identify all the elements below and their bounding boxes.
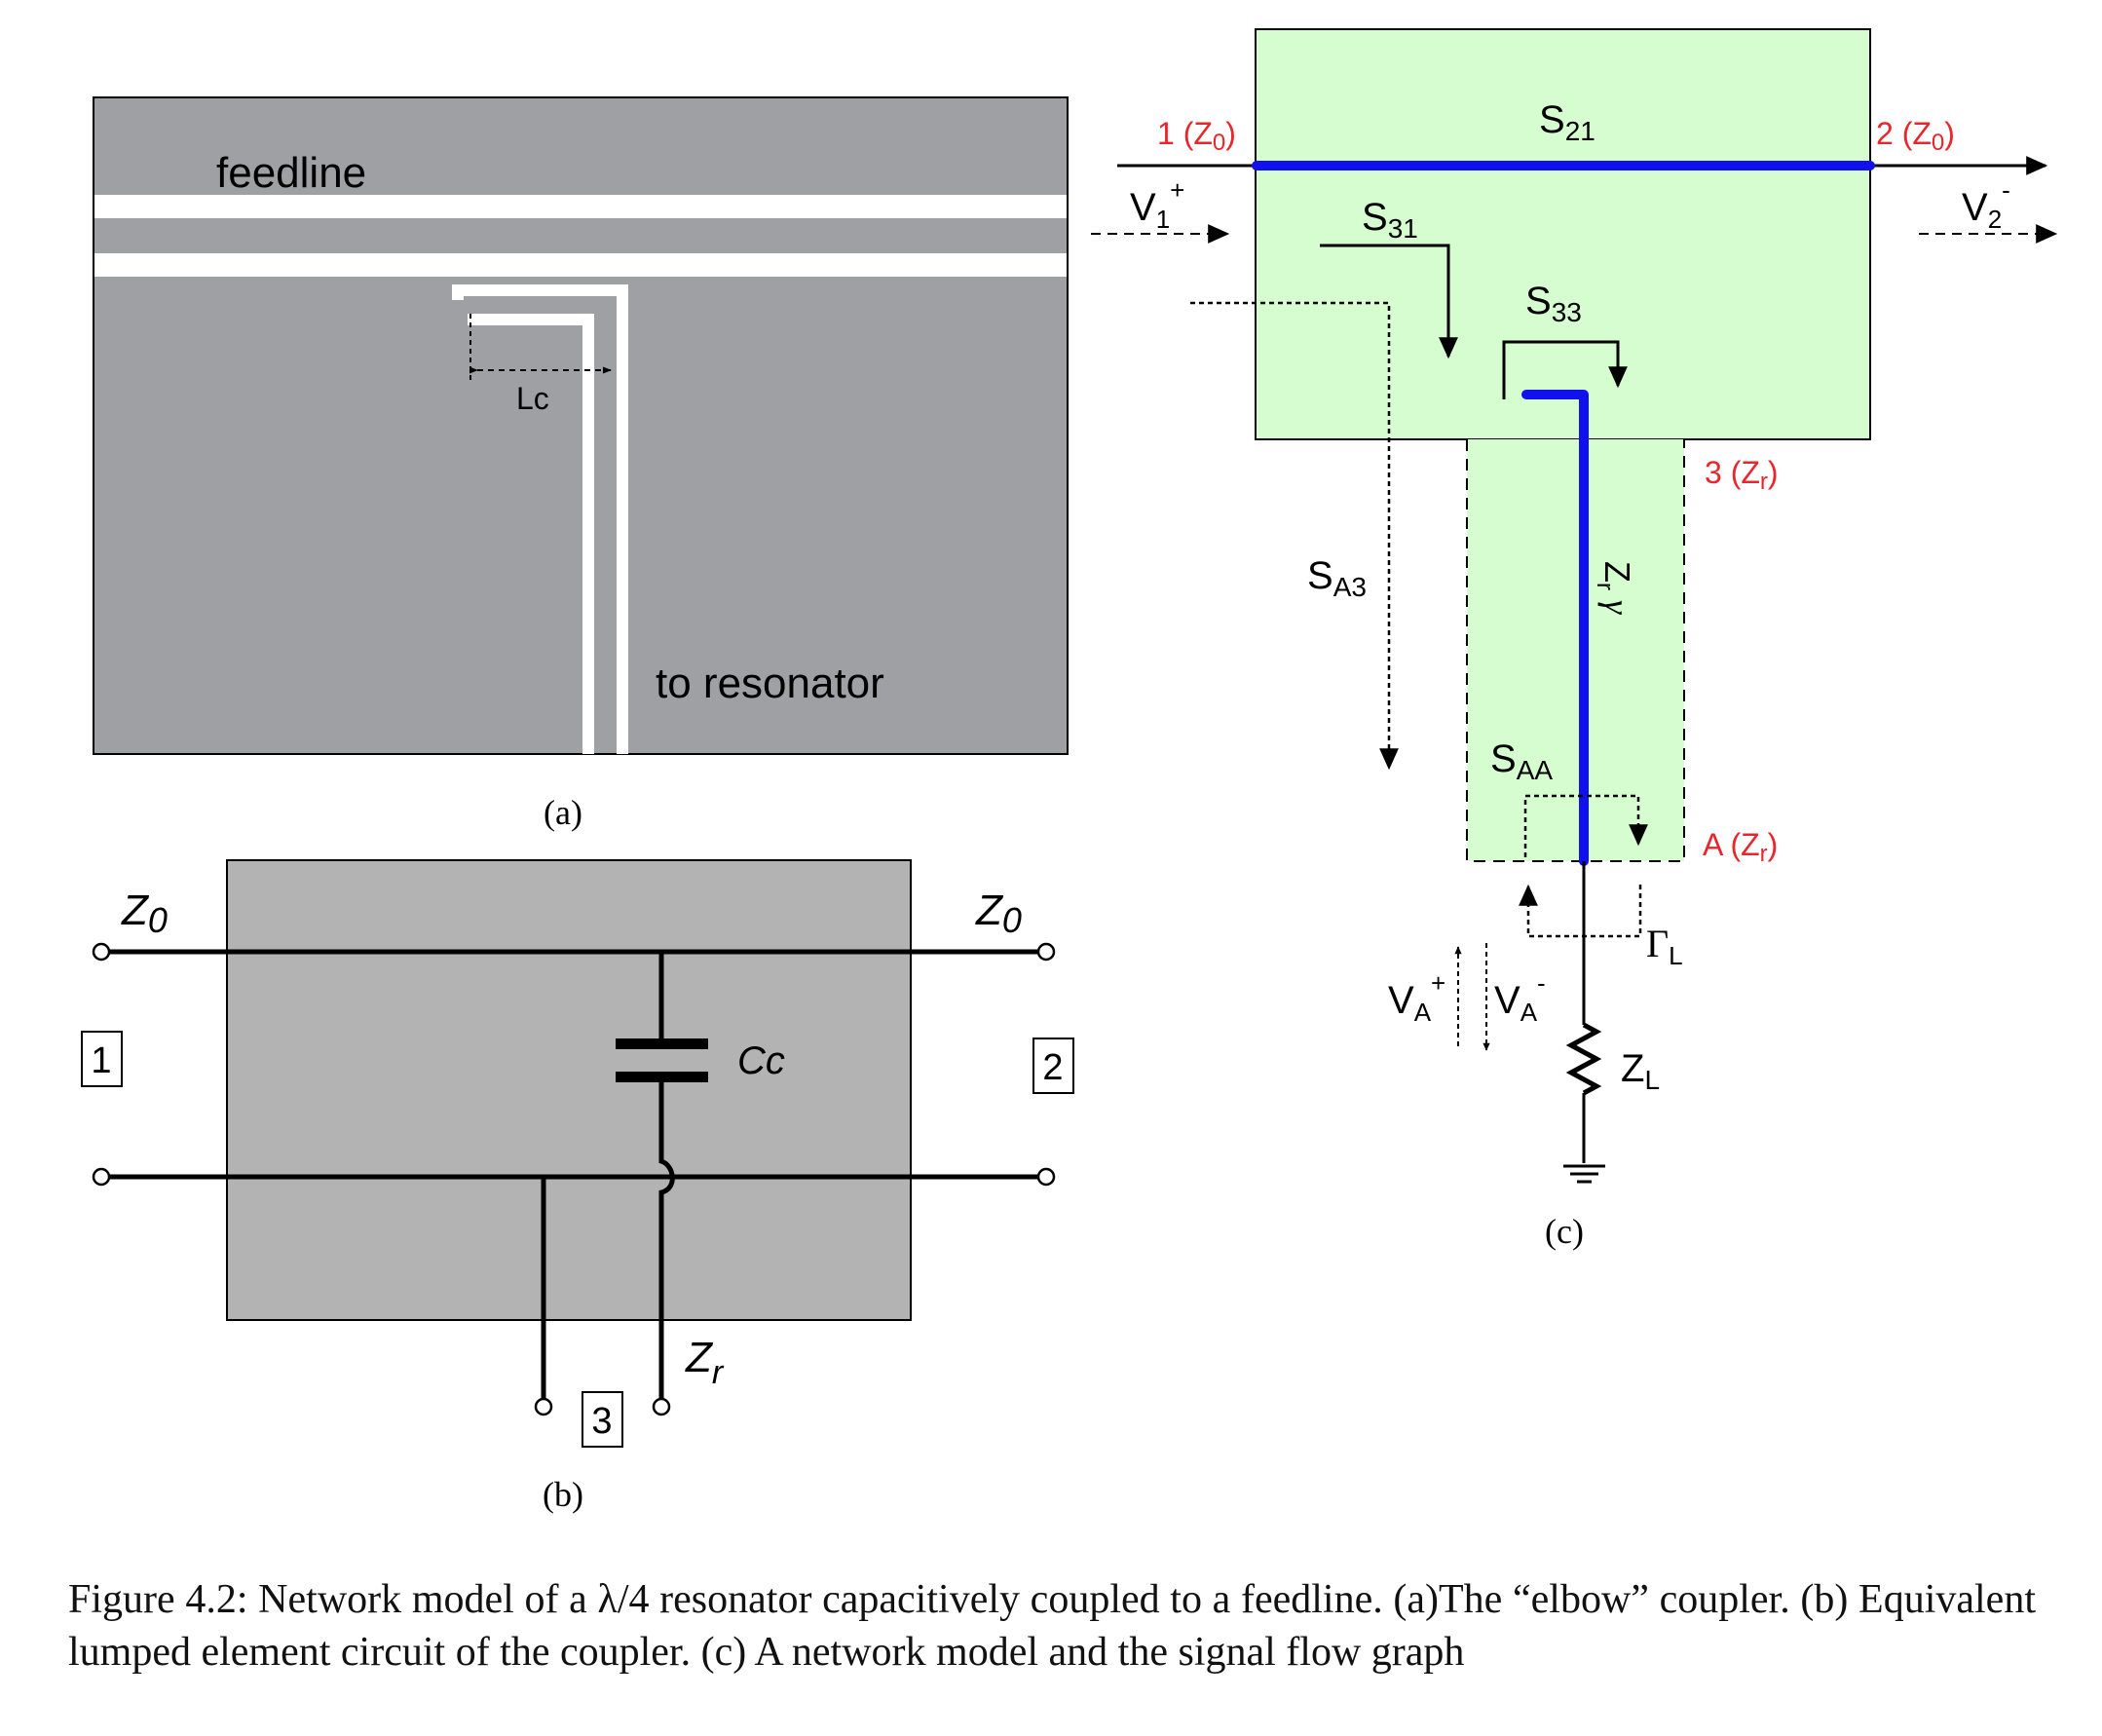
resonator-section [1466,439,1685,862]
v1-label: V1+ [1130,175,1184,234]
va-minus-label: VA- [1494,968,1546,1027]
s21-label: S21 [1539,98,1595,146]
saa-label: SAA [1490,737,1553,785]
z0-left-label: Z0 [121,887,168,940]
port2-label: 2 [1042,1047,1063,1088]
port3-box [582,1391,623,1448]
load-resistor [1565,1022,1602,1096]
port3-label: 3 (Zr) [1705,455,1779,495]
capacitor-plate-top [616,1038,708,1049]
figure-caption: Figure 4.2: Network model of a λ/4 reson… [68,1577,2036,1675]
saa-arrow [1523,794,1648,857]
sa3-arrow [1190,301,1399,771]
panel-b: Z0 Z0 Cc Zr 1 2 3 (b) [81,859,1074,1514]
capacitor-plate-bottom [616,1072,708,1082]
panel-a-label: (a) [544,793,582,832]
capacitor-lead-bottom [658,1082,675,1398]
terminal-top-left [92,942,111,962]
panel-a: feedline Lc to resonator (a) [93,96,1069,832]
feedline-trace-top [94,195,1067,218]
svg-text:Zrγ: Zrγ [1592,561,1637,615]
panel-c: 1 (Z0) 2 (Z0) 3 (Zr) A (Zr) S21 S31 S33 … [1091,28,2058,1251]
terminal-port3-right [652,1397,671,1416]
va-plus-label: VA+ [1388,968,1445,1027]
feedline-trace-bottom [94,253,1067,277]
zr-label: Zr [685,1334,725,1391]
feedline-label: feedline [216,149,366,197]
resonator-label: to resonator [656,660,884,707]
panel-b-label: (b) [543,1475,583,1514]
sa3-label: SA3 [1307,554,1367,602]
port1-label: 1 [91,1040,111,1081]
zl-label: ZL [1621,1047,1660,1095]
s33-label: S33 [1525,280,1582,327]
panel-b-background [226,859,912,1321]
gamma-arrow [1519,884,1642,938]
panel-c-label: (c) [1545,1212,1584,1251]
coupler-block [1255,28,1871,440]
elbow-coupler-outer [452,284,628,754]
port1-box [81,1031,123,1087]
s31-label: S31 [1362,196,1418,244]
terminal-top-right [1036,942,1056,962]
s33-arrow [1502,340,1628,399]
port2-box [1032,1038,1074,1094]
line-impedance-label: Zrγ [1592,561,1637,615]
terminal-bottom-left [92,1167,111,1187]
gamma-l-label: ΓL [1646,922,1683,970]
cc-label: Cc [737,1039,785,1082]
terminal-bottom-right [1036,1167,1056,1187]
z0-right-label: Z0 [975,887,1022,940]
resonator-line [1521,390,1589,866]
port1-label: 1 (Z0) [1157,116,1236,156]
terminal-port3-left [534,1397,553,1416]
port2-label: 2 (Z0) [1876,116,1955,156]
port3-label: 3 [591,1401,612,1442]
lc-label: Lc [516,381,549,416]
s31-arrow [1320,244,1458,359]
porta-label: A (Zr) [1703,827,1778,867]
v2-label: V2- [1962,175,2010,234]
elbow-coupler-inner [468,314,594,754]
